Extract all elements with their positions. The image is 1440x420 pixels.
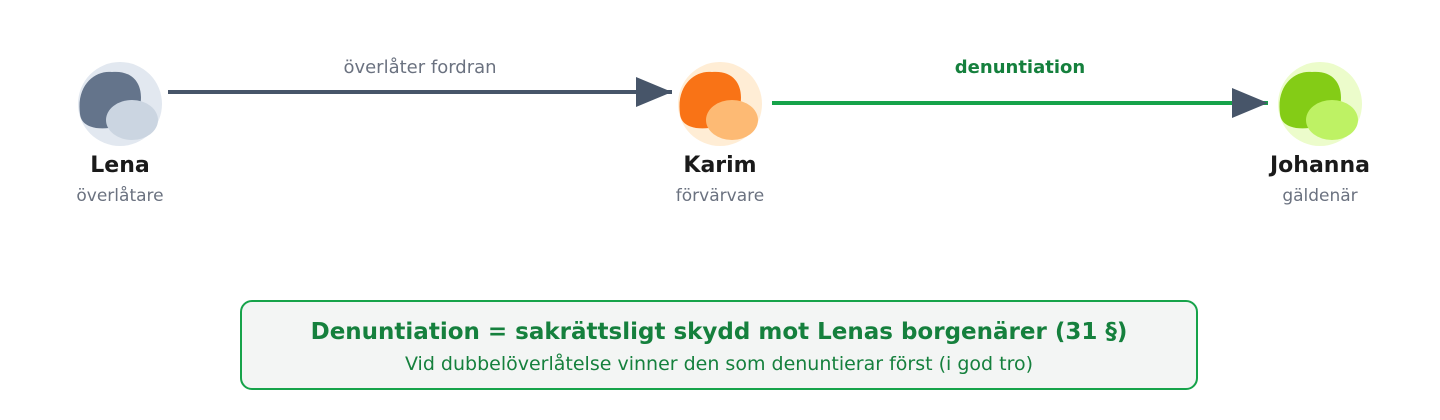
node-role-karim: förvärvare xyxy=(675,186,765,206)
avatar-icon-lena xyxy=(78,62,162,146)
node-role-johanna: gäldenär xyxy=(1282,186,1358,206)
node-name-johanna: Johanna xyxy=(1270,153,1370,178)
node-johanna: Johanna gäldenär xyxy=(1220,153,1420,207)
edge-label-transfer: överlåter fordran xyxy=(343,57,497,78)
edge-label-denuntiation: denuntiation xyxy=(954,57,1086,78)
avatar-icon-johanna xyxy=(1278,62,1362,146)
note-subtitle: Vid dubbelöverlåtelse vinner den som den… xyxy=(404,353,1034,375)
note-box: Denuntiation = sakrättsligt skydd mot Le… xyxy=(240,300,1198,390)
edge-arrowhead-denuntiation xyxy=(1232,88,1268,118)
node-name-lena: Lena xyxy=(90,153,150,178)
node-lena: Lena överlåtare xyxy=(20,153,220,207)
node-karim: Karim förvärvare xyxy=(620,153,820,207)
note-title: Denuntiation = sakrättsligt skydd mot Le… xyxy=(310,319,1128,345)
node-role-lena: överlåtare xyxy=(76,186,164,206)
avatar-icon-karim xyxy=(678,62,762,146)
edge-arrowhead-transfer xyxy=(636,77,672,107)
node-name-karim: Karim xyxy=(683,153,757,178)
